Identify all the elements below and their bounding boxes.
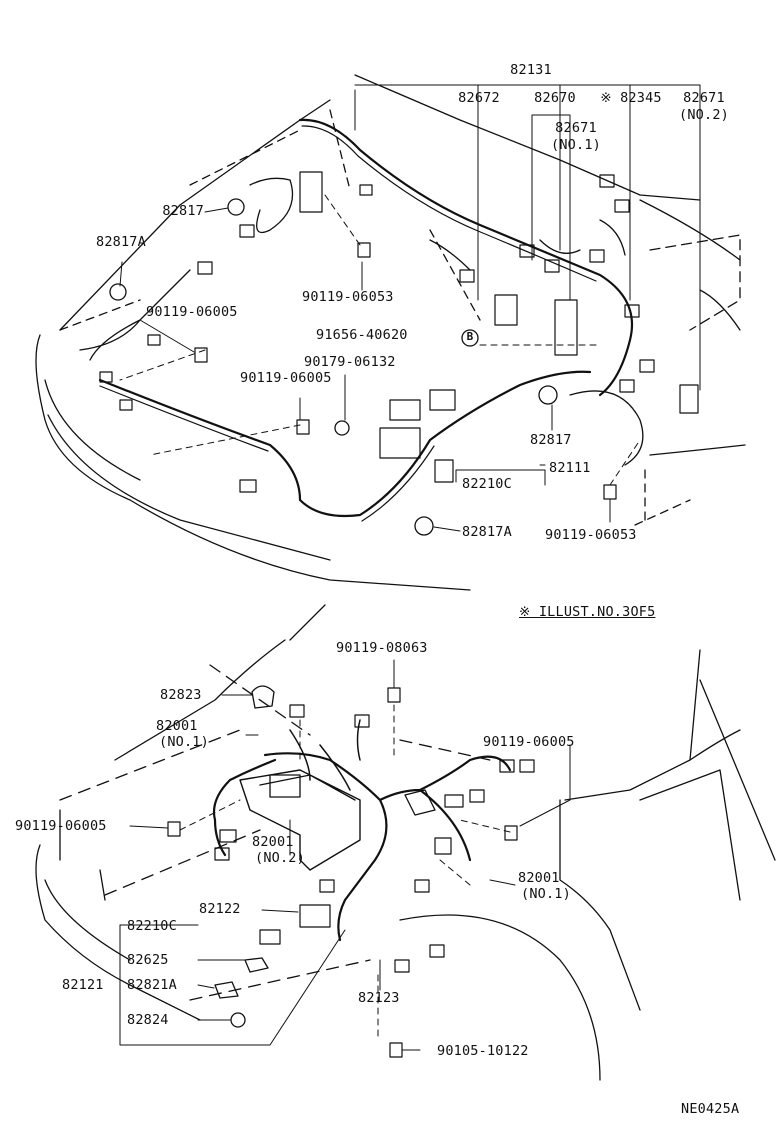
label-82131: 82131 (510, 62, 552, 78)
upper-fender-right (639, 199, 746, 456)
label-90105-10122: 90105-10122 (437, 1043, 529, 1059)
label-90119-06053-top: 90119-06053 (302, 289, 394, 305)
upper-main-harness (298, 118, 634, 397)
label-90179-06132: 90179-06132 (304, 354, 396, 370)
label-82122: 82122 (199, 901, 241, 917)
label-82671-no2: 82671 (683, 90, 725, 106)
label-90119-06053-bottom: 90119-06053 (545, 527, 637, 543)
label-82671-no1-suffix: (NO.1) (551, 137, 601, 153)
lower-body-dashed (59, 664, 491, 1001)
lower-grommet (404, 789, 436, 816)
label-82671-no1: 82671 (555, 120, 597, 136)
label-82625: 82625 (127, 952, 169, 968)
label-82111: 82111 (549, 460, 591, 476)
lower-82823-part (251, 685, 275, 709)
lower-82625-part (244, 957, 269, 973)
label-90119-06005-a: 90119-06005 (146, 304, 238, 320)
label-90119-06005-right: 90119-06005 (483, 734, 575, 750)
label-82210c-lower: 82210C (127, 918, 177, 934)
lower-intake (269, 774, 301, 798)
label-82121: 82121 (62, 977, 104, 993)
lower-82824-part (230, 1012, 246, 1028)
illustration-note: ※ ILLUST.NO.3OF5 (519, 604, 656, 620)
label-82670: 82670 (534, 90, 576, 106)
lower-fender-right (639, 729, 741, 901)
label-82001-no1-top-suffix: (NO.1) (159, 734, 209, 750)
label-82671-no2-suffix: (NO.2) (679, 107, 729, 123)
upper-engine-bay-view (35, 74, 746, 591)
upper-fender-rear (649, 234, 741, 331)
upper-apron-dashed (59, 109, 691, 526)
drawing-code: NE0425A (681, 1101, 740, 1117)
label-82817a-left: 82817A (96, 234, 146, 250)
upper-lower-harness (98, 370, 592, 518)
label-82123: 82123 (358, 990, 400, 1006)
upper-grommets (109, 198, 558, 536)
label-82672: 82672 (458, 90, 500, 106)
lower-left-harness (212, 758, 277, 857)
label-82001-no2: 82001 (252, 834, 294, 850)
label-90119-06005-b: 90119-06005 (240, 370, 332, 386)
upper-connectors (99, 171, 699, 493)
label-82817-top: 82817 (162, 203, 204, 219)
lower-body-right (399, 649, 776, 1081)
label-90119-06005-left: 90119-06005 (15, 818, 107, 834)
label-82823: 82823 (160, 687, 202, 703)
label-82001-no1-top: 82001 (156, 718, 198, 734)
label-91656-40620: 91656-40620 (316, 327, 408, 343)
lower-connectors (214, 704, 535, 973)
circle-b-marker (461, 329, 479, 347)
lower-engine-bay-view (35, 604, 776, 1081)
upper-leader-lines (119, 84, 701, 532)
lower-hood-outline (59, 604, 326, 861)
label-circle-b: B (466, 330, 474, 343)
label-82817a-bottom: 82817A (462, 524, 512, 540)
upper-bumper (35, 334, 471, 591)
label-82821a: 82821A (127, 977, 177, 993)
upper-dashed-leaders (119, 194, 641, 486)
label-82345: ※ 82345 (600, 90, 662, 106)
lower-bolts (167, 687, 518, 1058)
lower-leader-lines (119, 659, 571, 1051)
upper-branch-connectors (249, 177, 626, 271)
lower-bumper (35, 844, 201, 1021)
upper-wheel-arch (569, 390, 644, 466)
label-82824: 82824 (127, 1012, 169, 1028)
lower-dashed-leaders (179, 704, 511, 1041)
lower-main-harness (263, 752, 512, 942)
label-82001-no1-right-suffix: (NO.1) (521, 886, 571, 902)
upper-main-harness-inner (301, 125, 597, 282)
label-82001-no2-suffix: (NO.2) (255, 850, 305, 866)
upper-lower-harness-inner (99, 385, 435, 522)
label-82210c-upper: 82210C (462, 476, 512, 492)
label-82001-no1-right: 82001 (518, 870, 560, 886)
upper-bolts (194, 242, 617, 500)
label-90119-08063: 90119-08063 (336, 640, 428, 656)
label-82817-right: 82817 (530, 432, 572, 448)
lower-center-harness (289, 719, 361, 791)
lower-82821A-part (214, 981, 239, 999)
